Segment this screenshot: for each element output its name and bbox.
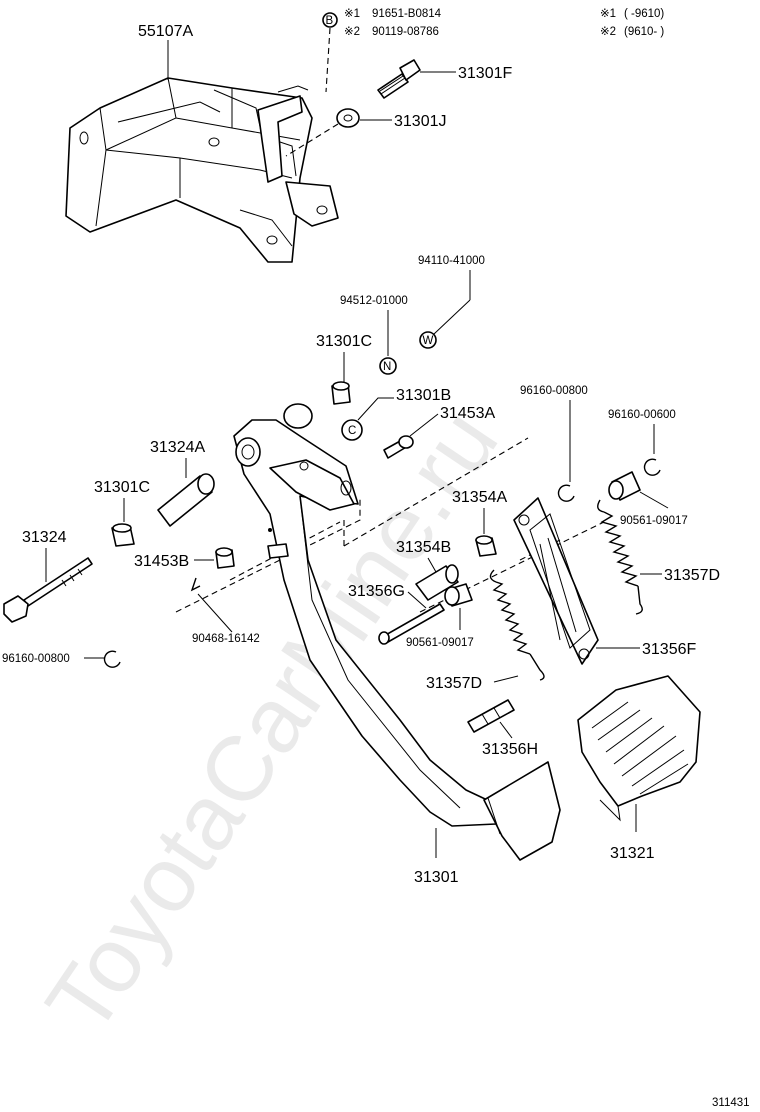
label-31301C-left: 31301C [94,479,150,496]
callout-note-mark-1: ※1 [344,8,360,20]
pin-31453A-drawing [383,435,414,459]
callout-n-circle [379,357,397,375]
note-mark-2: ※2 [600,26,616,38]
clip-drawing [190,577,201,592]
pin-31354B-drawing [415,564,459,601]
label-94110-41000: 94110-41000 [418,255,485,267]
spring-right-drawing [597,499,643,615]
bushing-31354A-drawing [475,535,497,557]
bolt-31301F-drawing [377,59,421,99]
label-31356G: 31356G [348,583,405,600]
label-31356F: 31356F [642,641,696,658]
pin-31356H-drawing [467,699,515,733]
pedal-pad-drawing [577,675,701,822]
label-90561-09017-lower: 90561-09017 [406,637,474,649]
label-31357D-right: 31357D [664,567,720,584]
label-31354B: 31354B [396,539,451,556]
assist-plate-drawing [513,497,599,665]
e-ring-left-drawing [103,650,121,668]
bushing-31301C-top-drawing [331,381,351,405]
pin-31356G-drawing [378,603,445,645]
bolt-31324-drawing [3,557,93,623]
label-55107A: 55107A [138,23,193,40]
collar-31301B-drawing [341,419,363,441]
callout-b-circle [322,12,338,28]
label-96160-00800-right: 96160-00800 [520,385,588,397]
e-ring-right-drawing [557,484,575,502]
label-31356H: 31356H [482,741,538,758]
label-31301: 31301 [414,869,459,886]
clutch-pedal-drawing [233,403,561,861]
callout-w-circle [419,331,437,349]
callout-note-mark-2: ※2 [344,26,360,38]
callout-n-letter: N [383,361,391,373]
label-31301F: 31301F [458,65,512,82]
callout-w-letter: W [423,335,434,347]
collar-90561-lower-drawing [444,583,473,607]
label-31324: 31324 [22,529,67,546]
callout-c-letter: C [348,425,356,437]
label-31357D-left: 31357D [426,675,482,692]
label-31453A: 31453A [440,405,495,422]
note-mark-1: ※1 [600,8,616,20]
label-94512-01000: 94512-01000 [340,295,408,307]
label-31354A: 31354A [452,489,507,506]
bushing-31301C-left-drawing [111,523,135,547]
label-90468-16142: 90468-16142 [192,633,260,645]
label-31321: 31321 [610,845,655,862]
label-31453B: 31453B [134,553,189,570]
label-90561-09017-upper: 90561-09017 [620,515,688,527]
note-text-2: (9610- ) [624,26,664,38]
callout-note-part-2: 90119-08786 [372,26,439,38]
e-ring-96160-00600-drawing [643,458,661,476]
note-text-1: ( -9610) [624,8,664,20]
nut-31301J-drawing [336,108,360,128]
label-96160-00600: 96160-00600 [608,409,676,421]
label-31301C-top: 31301C [316,333,372,350]
label-31301B: 31301B [396,387,451,404]
collar-90561-upper-drawing [608,471,641,501]
label-96160-00800-left: 96160-00800 [2,653,70,665]
label-31324A: 31324A [150,439,205,456]
pin-31453B-drawing [215,547,235,569]
callout-note-part-1: 91651-B0814 [372,8,442,20]
drawing-number: 311431 [712,1097,750,1109]
label-31301J: 31301J [394,113,447,130]
pedal-bracket-drawing [65,77,339,263]
sleeve-31324A-drawing [157,473,215,527]
callout-b-letter: B [326,15,334,27]
spring-left-drawing [489,569,545,681]
